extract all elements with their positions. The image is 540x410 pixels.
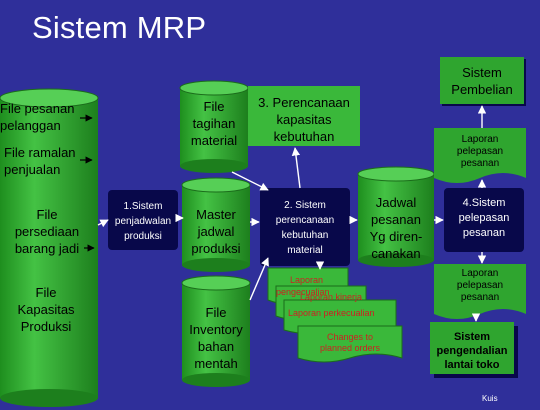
perencanaan-kapasitas-box [248,86,360,146]
report-stack [267,267,403,363]
sistem-penjadwalan-label: 1.Sistem penjadwalan produksi [114,201,172,242]
page-title: Sistem MRP [32,10,207,45]
jadwal-pesanan-label: Jadwal pesanan Yg diren- canakan [369,195,423,261]
file-inventory-label: File Inventory bahan mentah [189,305,243,371]
laporan-pelepasan-1-doc [434,128,526,183]
sistem-penjadwalan-box [108,190,178,250]
laporan-pengecualian-label: pengecualian [276,287,330,297]
file-persediaan-label: File persediaan barang jadi [14,207,80,256]
laporan-kinerja-label: Laporan kinerja [300,292,363,302]
file-kapasitas-label: File Kapasitas Produksi [17,285,75,334]
changes-planned-orders-label: Changes to planned orders [319,332,381,353]
perencanaan-material-label: 2. Sistem perencanaan kebutuhan material [275,200,335,256]
perencanaan-kapasitas-label: 3. Perencanaan kapasitas kebutuhan [258,95,350,144]
laporan-doc-label: Laporan [290,275,324,285]
jadwal-pesanan-cylinder [357,166,435,267]
footer-text: Kuis [482,394,498,403]
left-files-cylinder [0,88,99,407]
perencanaan-material-box [260,188,350,266]
file-inventory-cylinder [181,275,251,387]
sistem-pengendalian-box [430,322,514,374]
sistem-pengendalian-label: Sistem pengendalian lantai toko [436,331,508,371]
sistem-pelepasan-label: 4.Sistem pelepasan pesanan [458,197,510,239]
master-jadwal-label: Master jadwal produksi [191,207,241,256]
laporan-pelepasan-2-doc [434,264,526,319]
file-tagihan-cylinder [179,80,249,173]
file-pesanan-label: File pesanan pelanggan [0,101,75,133]
laporan-perkecualian-label: Laporan perkecualian [288,308,375,318]
sistem-pembelian-label: Sistem Pembelian [451,65,513,97]
flow-arrows [97,105,487,322]
laporan-pelepasan-2-label: Laporan pelepasan pesanan [456,268,504,303]
file-ramalan-label: File ramalan penjualan [4,145,76,177]
master-jadwal-cylinder [181,177,251,272]
laporan-pelepasan-1-label: Laporan pelepasan pesanan [456,134,504,169]
sistem-pembelian-box [440,57,524,104]
sistem-pelepasan-box [444,188,524,252]
file-tagihan-label: File tagihan material [190,99,238,148]
input-arrows [80,114,95,252]
